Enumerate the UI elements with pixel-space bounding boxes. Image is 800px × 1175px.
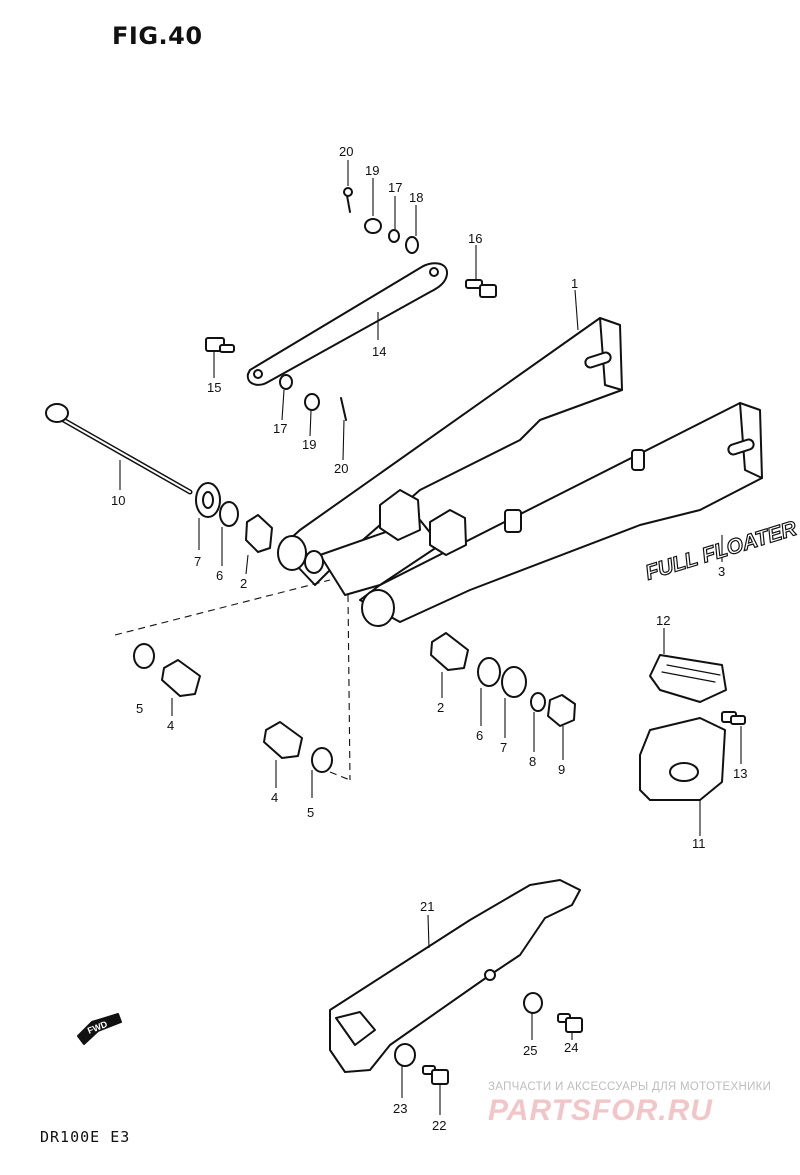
callout-label: 10 (111, 493, 125, 508)
callout-label: 3 (718, 564, 725, 579)
bolt-24 (557, 1013, 583, 1033)
alignment-lines (114, 579, 351, 781)
nut-top (364, 218, 382, 234)
washer-top (405, 236, 419, 254)
callout-label: 21 (420, 899, 434, 914)
callout-label: 4 (167, 718, 174, 733)
callout-label: 7 (194, 554, 201, 569)
bushing-right-2 (430, 632, 469, 671)
pivot-boss-left (277, 535, 307, 571)
bushing-left-2 (245, 514, 273, 553)
washer-25 (523, 992, 543, 1014)
callout-label: 6 (476, 728, 483, 743)
pivot-bore (304, 550, 324, 574)
forward-arrow-label: FWD (86, 1019, 109, 1036)
figure-title: FIG.40 (112, 22, 203, 50)
callout-label: 16 (468, 231, 482, 246)
callout-label: 5 (136, 701, 143, 716)
callout-label: 20 (334, 461, 348, 476)
callout-label: 5 (307, 805, 314, 820)
watermark-caption: ЗАПЧАСТИ И АКСЕССУАРЫ ДЛЯ МОТОТЕХНИКИ (488, 1081, 772, 1093)
callout-label: 19 (302, 437, 316, 452)
callout-label: 25 (523, 1043, 537, 1058)
cotter-pin-mid (340, 397, 347, 421)
callout-label: 12 (656, 613, 670, 628)
callout-label: 19 (365, 163, 379, 178)
washer-left-6 (219, 501, 239, 527)
torque-link (246, 262, 448, 386)
callout-label: 9 (558, 762, 565, 777)
chain-case-21 (329, 879, 581, 1073)
callout-label: 18 (409, 190, 423, 205)
washer-right-8 (530, 692, 546, 712)
bolt-13 (721, 711, 746, 725)
chain-guide-12 (649, 654, 727, 703)
callout-label: 17 (273, 421, 287, 436)
pivot-shaft (45, 403, 193, 495)
swingarm-right-arm (359, 402, 763, 623)
bolt-15 (205, 337, 235, 353)
callout-label: 2 (240, 576, 247, 591)
model-code: DR100E E3 (40, 1128, 131, 1146)
bolt-22 (422, 1065, 449, 1085)
swingarm-cross-member (319, 449, 645, 596)
callout-label: 14 (372, 344, 386, 359)
callout-label: 7 (500, 740, 507, 755)
pivot-boss-right (361, 589, 395, 627)
callout-label: 11 (692, 836, 706, 851)
callout-label: 24 (564, 1040, 578, 1055)
washer-left-5 (133, 643, 155, 669)
chain-buffer-11 (639, 717, 726, 801)
callout-label: 15 (207, 380, 221, 395)
callout-label: 8 (529, 754, 536, 769)
callout-label: 13 (733, 766, 747, 781)
washer-23 (394, 1043, 416, 1067)
callout-label: 17 (388, 180, 402, 195)
washer-right-6 (477, 657, 501, 687)
nut-mid (304, 393, 320, 411)
nut-right-9 (547, 694, 576, 727)
bolt-16 (465, 279, 497, 298)
callout-label: 1 (571, 276, 578, 291)
sleeve-left-4 (161, 659, 201, 697)
leader-lines (119, 160, 742, 1115)
seal-right-7 (501, 666, 527, 698)
callout-label: 6 (216, 568, 223, 583)
callout-label: 23 (393, 1101, 407, 1116)
callout-label: 2 (437, 700, 444, 715)
sleeve-mid-4 (263, 721, 303, 759)
cotter-pin-top-head (343, 187, 353, 197)
callout-labels: 20 19 17 18 16 1 14 15 17 19 20 10 7 6 2… (111, 144, 747, 1133)
washer-mid-5 (311, 747, 333, 773)
callout-label: 20 (339, 144, 353, 159)
forward-arrow-icon (77, 1013, 122, 1045)
washer-top-small (388, 229, 400, 243)
callout-label: 22 (432, 1118, 446, 1133)
watermark-logo: PARTSFOR.RU (488, 1094, 713, 1127)
washer-mid (279, 374, 293, 390)
callout-label: 4 (271, 790, 278, 805)
